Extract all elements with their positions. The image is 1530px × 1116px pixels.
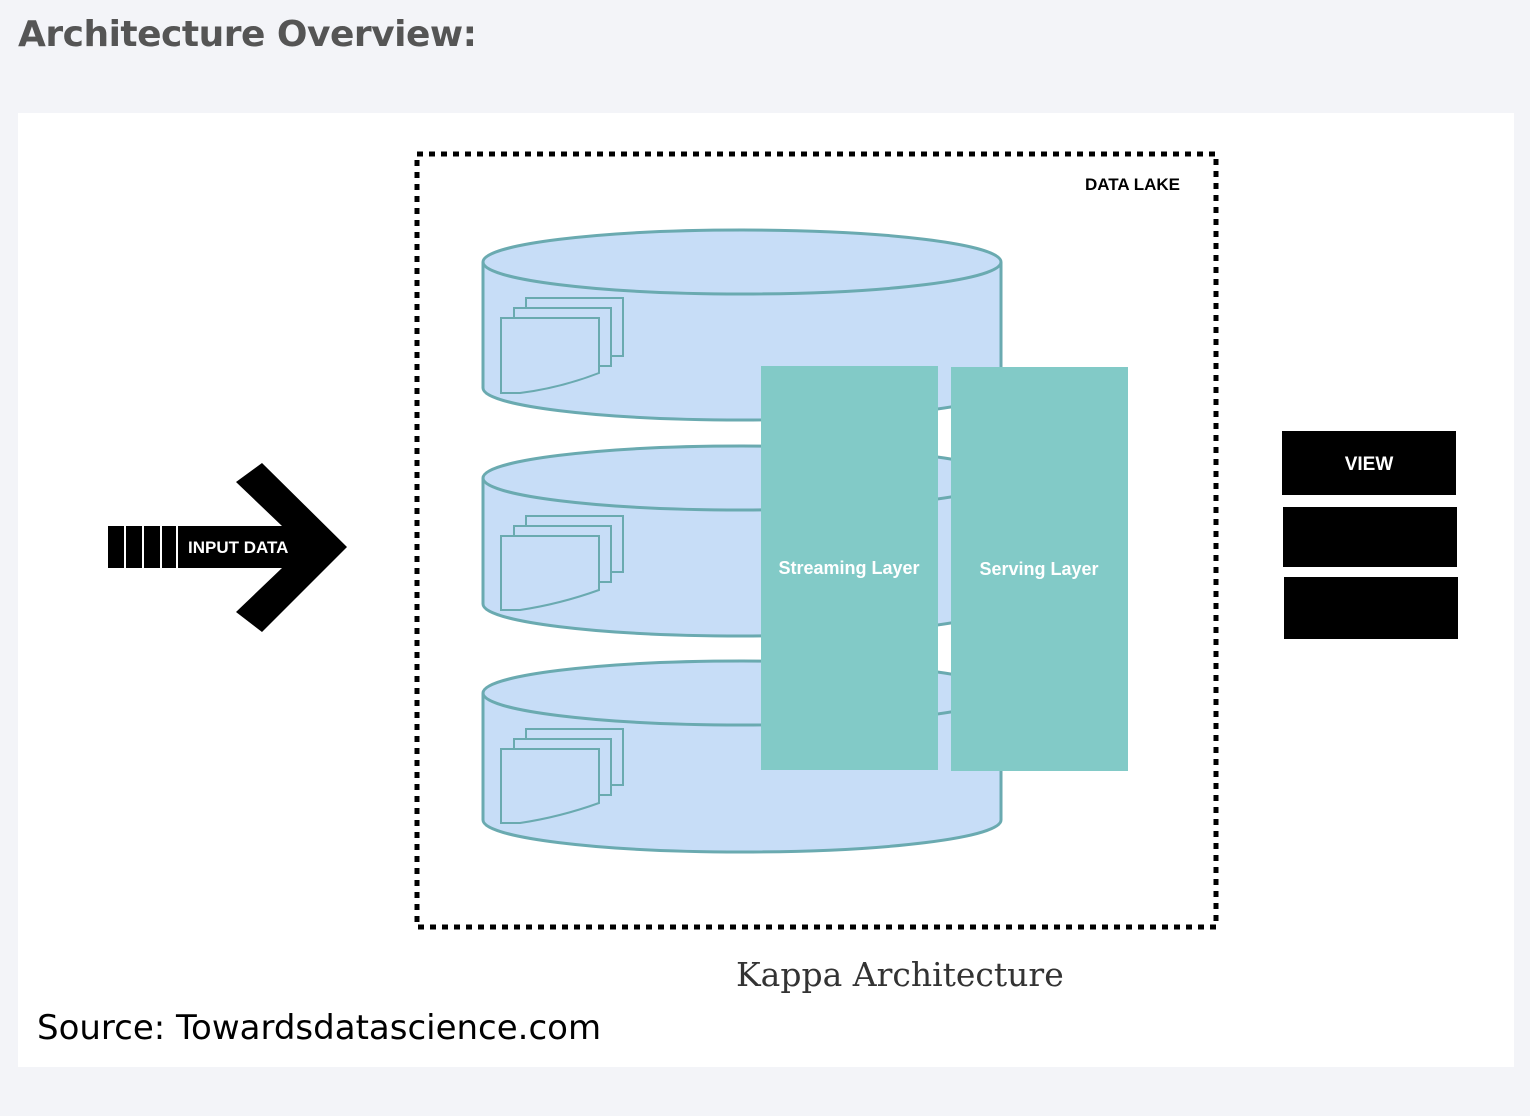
document-stack-icon xyxy=(500,297,624,394)
serving-layer xyxy=(951,367,1128,771)
view-label: VIEW xyxy=(1345,454,1394,475)
diagram-caption: Kappa Architecture xyxy=(736,955,1064,994)
document-stack-icon xyxy=(500,515,624,611)
serving-layer-label: Serving Layer xyxy=(979,559,1098,579)
data-lake-boundary xyxy=(414,151,1219,930)
document-stack-icon xyxy=(500,728,624,824)
data-lake-label: DATA LAKE xyxy=(1085,175,1180,194)
streaming-layer-label: Streaming Layer xyxy=(778,558,919,578)
input-data-label: INPUT DATA xyxy=(188,538,288,557)
view-box-3 xyxy=(1284,577,1458,639)
view-box xyxy=(1282,431,1456,495)
source-credit: Source: Towardsdatascience.com xyxy=(37,1008,602,1048)
input-data-arrow xyxy=(108,463,347,632)
page-title: Architecture Overview: xyxy=(18,14,477,55)
streaming-layer xyxy=(761,366,938,770)
view-box-2 xyxy=(1283,507,1457,567)
